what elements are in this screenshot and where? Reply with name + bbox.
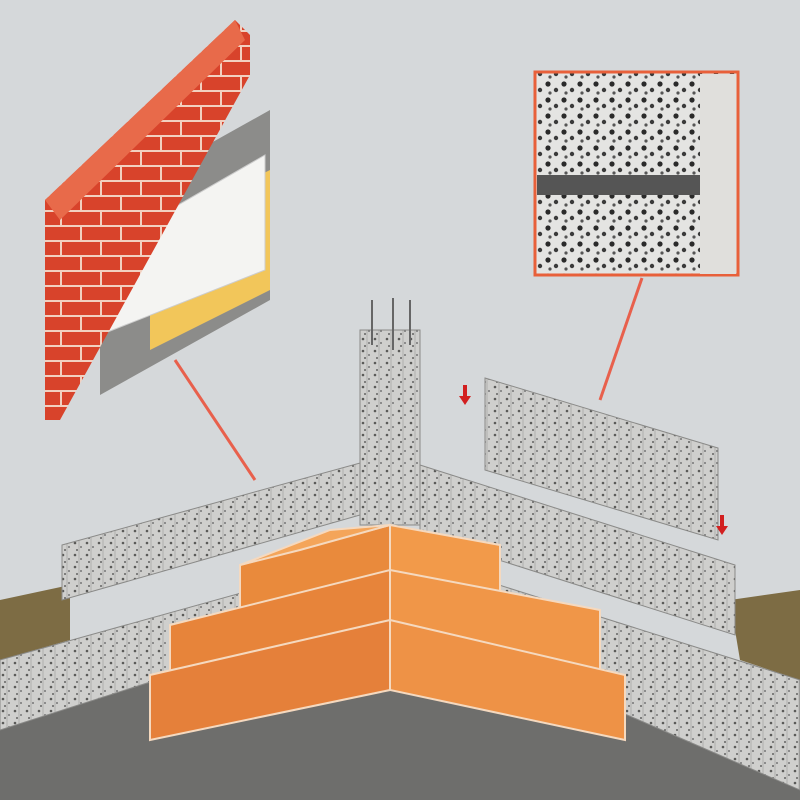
foam-closeup-inset <box>533 70 740 277</box>
ground-right <box>730 590 800 680</box>
floating-panel <box>484 377 719 541</box>
clay-block-wall <box>149 523 626 742</box>
rebar <box>371 298 411 350</box>
down-arrow-icon <box>716 515 728 535</box>
facade-layers-inset <box>45 20 270 420</box>
callout-line-right <box>598 277 644 401</box>
callout-line-left <box>173 359 257 481</box>
down-arrow-icon <box>459 385 471 405</box>
ground-left <box>0 585 70 660</box>
concrete-column <box>359 329 421 526</box>
